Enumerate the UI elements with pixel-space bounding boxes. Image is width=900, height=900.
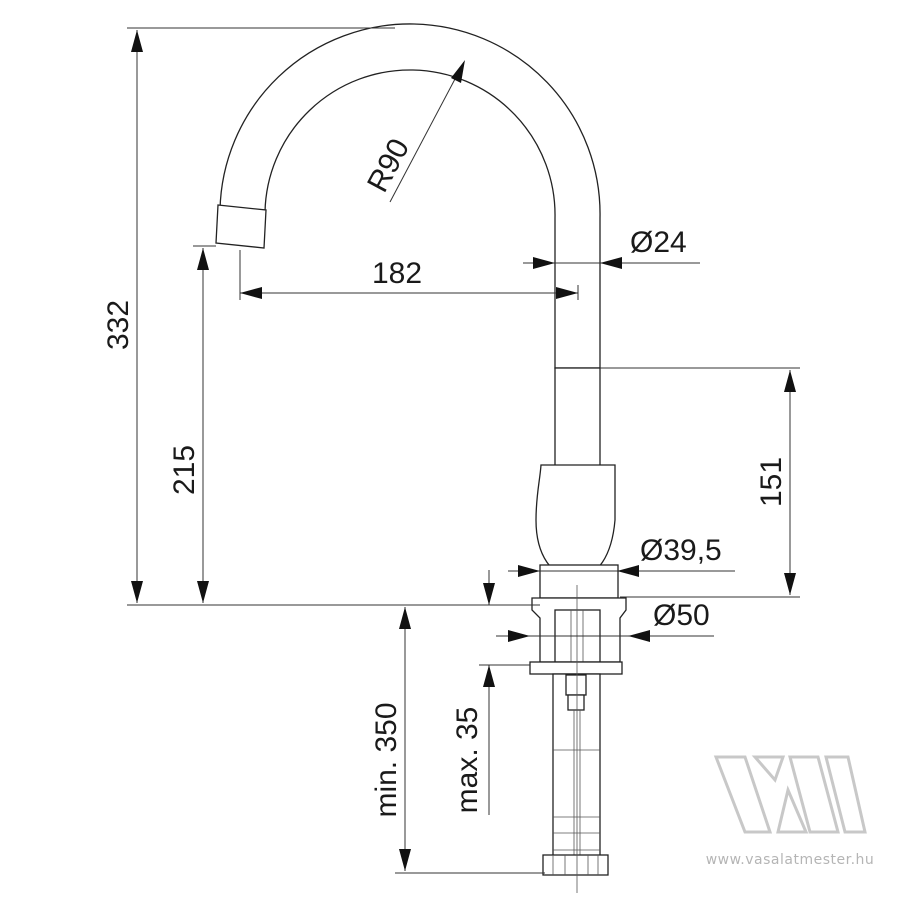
dimension-151: 151 bbox=[755, 370, 796, 595]
label-182: 182 bbox=[372, 257, 422, 290]
dimension-r90: R90 bbox=[361, 60, 465, 203]
label-d24: Ø24 bbox=[630, 226, 687, 259]
faucet-outline bbox=[215, 23, 627, 893]
mounting-plate bbox=[529, 661, 623, 675]
label-215: 215 bbox=[168, 445, 201, 495]
rod-fitting bbox=[565, 674, 587, 696]
dimension-332: 332 bbox=[102, 30, 143, 603]
label-151: 151 bbox=[755, 457, 788, 507]
spout-tip bbox=[215, 204, 267, 249]
dimension-215: 215 bbox=[168, 248, 209, 603]
body-base bbox=[539, 564, 619, 599]
dimension-d39-5: Ø39,5 bbox=[508, 534, 735, 577]
mounting-nut bbox=[542, 854, 609, 876]
label-r90: R90 bbox=[361, 133, 416, 197]
label-max-35: max. 35 bbox=[451, 707, 484, 814]
spout-arc bbox=[219, 23, 601, 369]
label-d50: Ø50 bbox=[653, 599, 710, 632]
label-d39-5: Ø39,5 bbox=[640, 534, 722, 567]
dimension-max-35: max. 35 bbox=[451, 570, 495, 815]
watermark-logo bbox=[713, 755, 867, 834]
dimension-182: 182 bbox=[240, 257, 578, 299]
label-min-350: min. 350 bbox=[370, 702, 403, 817]
dimension-d24: Ø24 bbox=[523, 226, 700, 269]
watermark-url: www.vasalatmester.hu bbox=[706, 852, 875, 868]
extension-lines bbox=[127, 27, 800, 874]
body-upper bbox=[554, 367, 601, 479]
lever-handle bbox=[535, 464, 616, 579]
dimension-min-350: min. 350 bbox=[370, 607, 411, 871]
dimension-d50: Ø50 bbox=[496, 599, 714, 642]
label-332: 332 bbox=[102, 300, 135, 350]
